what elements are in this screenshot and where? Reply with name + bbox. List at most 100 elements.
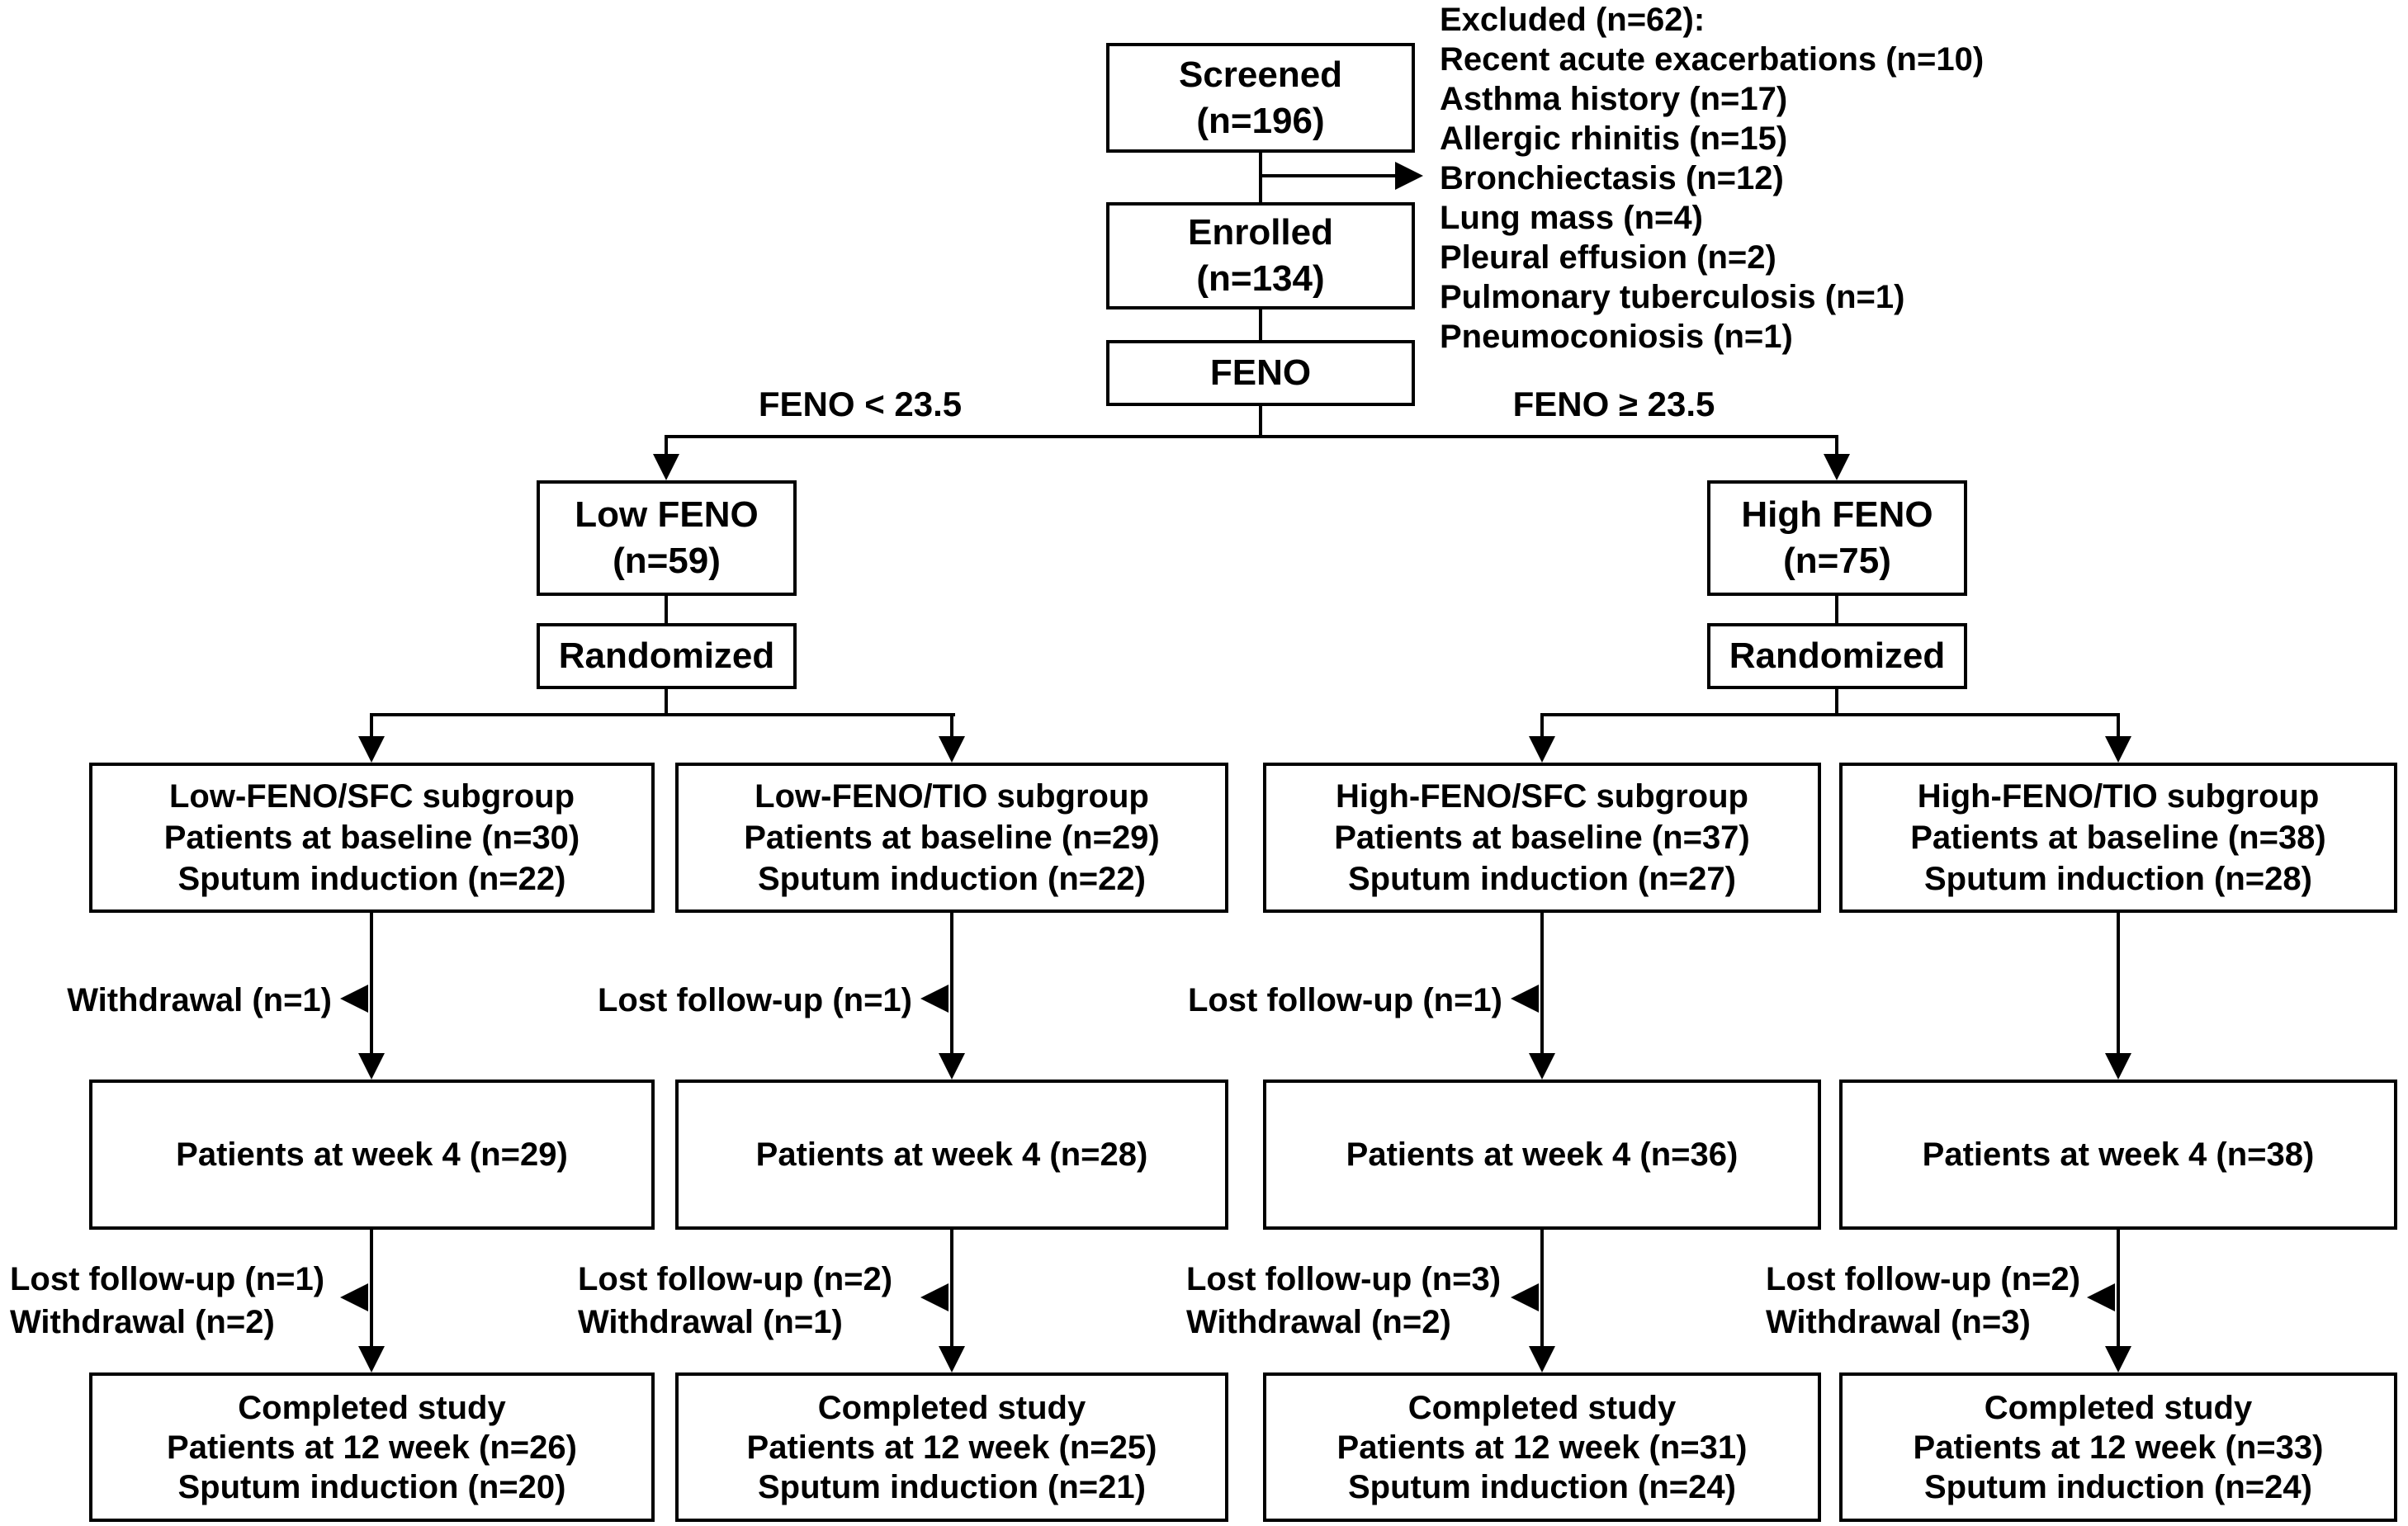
dropout1-col3: Lost follow-up (n=1) (1187, 982, 1502, 1018)
connector-split-col2 (950, 713, 953, 736)
excluded-item: Allergic rhinitis (n=15) (1440, 120, 1788, 157)
completed-title: Completed study (1407, 1389, 1677, 1426)
connector-lowfeno-randomized (665, 596, 668, 623)
split-line-high (1540, 713, 2120, 716)
excluded-item: Bronchiectasis (n=12) (1440, 160, 1784, 196)
subgroup-box-low-tio: Low-FENO/TIO subgroup Patients at baseli… (675, 763, 1228, 913)
subgroup-sputum: Sputum induction (n=27) (1348, 861, 1736, 897)
connector-wk-cp-col3 (1540, 1230, 1544, 1346)
arrow-down-icon (653, 454, 679, 480)
connector-randomized-split-low (665, 689, 668, 716)
dropout2-col1: Lost follow-up (n=1) Withdrawal (n=2) (10, 1258, 324, 1344)
subgroup-box-high-sfc: High-FENO/SFC subgroup Patients at basel… (1263, 763, 1821, 913)
dropout2-col2: Lost follow-up (n=2) Withdrawal (n=1) (578, 1258, 892, 1344)
completed-title: Completed study (817, 1389, 1086, 1426)
subgroup-title: Low-FENO/TIO subgroup (755, 778, 1149, 815)
arrow-left-icon (1511, 1283, 1539, 1311)
completed-week12: Patients at 12 week (n=25) (746, 1429, 1157, 1466)
completed-week12: Patients at 12 week (n=26) (167, 1429, 577, 1466)
split-line-low (371, 713, 955, 716)
completed-week12: Patients at 12 week (n=31) (1336, 1429, 1748, 1466)
completed-title: Completed study (1984, 1389, 2253, 1426)
connector-split-col3 (1540, 713, 1544, 736)
screened-count: (n=196) (1196, 100, 1325, 141)
subgroup-baseline: Patients at baseline (n=37) (1334, 820, 1750, 856)
connector-wk-cp-col1 (370, 1230, 373, 1346)
dropout2-line2: Withdrawal (n=2) (10, 1304, 275, 1340)
randomized-high-label: Randomized (1729, 635, 1946, 676)
low-feno-box: Low FENO (n=59) (537, 480, 797, 596)
excluded-item: Pneumoconiosis (n=1) (1440, 319, 1793, 355)
completed-sputum: Sputum induction (n=24) (1348, 1468, 1736, 1505)
connector-highfeno-randomized (1835, 596, 1838, 623)
split-line-feno (665, 435, 1838, 438)
dropout1-col2: Lost follow-up (n=1) (597, 982, 912, 1018)
excluded-title: Excluded (n=62): (1440, 2, 1705, 38)
dropout2-col4: Lost follow-up (n=2) Withdrawal (n=3) (1766, 1258, 2080, 1344)
arrow-down-icon (1529, 1053, 1555, 1080)
completed-box-high-sfc: Completed study Patients at 12 week (n=3… (1263, 1372, 1821, 1522)
connector-enrolled-feno (1259, 309, 1262, 340)
arrow-down-icon (2105, 736, 2131, 763)
subgroup-box-low-sfc: Low-FENO/SFC subgroup Patients at baseli… (89, 763, 655, 913)
arrow-down-icon (939, 736, 965, 763)
dropout2-col3: Lost follow-up (n=3) Withdrawal (n=2) (1186, 1258, 1501, 1344)
completed-week12: Patients at 12 week (n=33) (1913, 1429, 2324, 1466)
connector-split-lowfeno (665, 435, 668, 454)
arrow-down-icon (939, 1346, 965, 1372)
enrolled-count: (n=134) (1196, 258, 1325, 299)
branch-label-high: FENO ≥ 23.5 (1512, 385, 1715, 423)
dropout2-line2: Withdrawal (n=1) (578, 1304, 843, 1340)
randomized-high-box: Randomized (1707, 623, 1967, 689)
connector-randomized-split-high (1835, 689, 1838, 716)
excluded-list: Excluded (n=62): Recent acute exacerbati… (1440, 0, 1984, 357)
week4-box-low-sfc: Patients at week 4 (n=29) (89, 1080, 655, 1230)
connector-sg-wk-col4 (2117, 913, 2120, 1053)
connector-feno-split (1259, 406, 1262, 437)
screened-label: Screened (1178, 54, 1343, 95)
week4-label: Patients at week 4 (n=29) (176, 1136, 568, 1173)
arrow-down-icon (1824, 454, 1850, 480)
completed-box-high-tio: Completed study Patients at 12 week (n=3… (1839, 1372, 2397, 1522)
arrow-down-icon (939, 1053, 965, 1080)
excluded-item: Pleural effusion (n=2) (1440, 239, 1776, 276)
high-feno-box: High FENO (n=75) (1707, 480, 1967, 596)
week4-box-high-tio: Patients at week 4 (n=38) (1839, 1080, 2397, 1230)
subgroup-title: Low-FENO/SFC subgroup (168, 778, 575, 815)
connector-split-col4 (2117, 713, 2120, 736)
subgroup-title: High-FENO/TIO subgroup (1917, 778, 2320, 815)
week4-box-high-sfc: Patients at week 4 (n=36) (1263, 1080, 1821, 1230)
connector-wk-cp-col4 (2117, 1230, 2120, 1346)
arrow-down-icon (358, 1346, 385, 1372)
high-feno-label: High FENO (1741, 494, 1933, 535)
screened-box: Screened (n=196) (1106, 43, 1415, 153)
arrow-left-icon (340, 1283, 368, 1311)
arrow-down-icon (1529, 1346, 1555, 1372)
low-feno-label: Low FENO (575, 494, 759, 535)
connector-screened-enrolled (1259, 153, 1262, 202)
connector-split-col1 (370, 713, 373, 736)
dropout1-col1: Withdrawal (n=1) (67, 982, 332, 1018)
week4-label: Patients at week 4 (n=38) (1922, 1136, 2315, 1173)
excluded-item: Asthma history (n=17) (1440, 81, 1788, 117)
arrow-down-icon (358, 1053, 385, 1080)
arrow-left-icon (920, 985, 949, 1013)
subgroup-baseline: Patients at baseline (n=30) (163, 820, 580, 856)
dropout2-line1: Lost follow-up (n=2) (1766, 1261, 2081, 1297)
randomized-low-box: Randomized (537, 623, 797, 689)
completed-box-low-sfc: Completed study Patients at 12 week (n=2… (89, 1372, 655, 1522)
subgroup-sputum: Sputum induction (n=22) (758, 861, 1146, 897)
subgroup-sputum: Sputum induction (n=22) (177, 861, 566, 897)
arrow-right-icon (1395, 162, 1423, 190)
feno-label: FENO (1209, 352, 1312, 393)
dropout2-line1: Lost follow-up (n=1) (10, 1261, 325, 1297)
connector-split-highfeno (1835, 435, 1838, 454)
high-feno-count: (n=75) (1783, 541, 1891, 581)
excluded-item: Lung mass (n=4) (1440, 200, 1703, 236)
enrolled-box: Enrolled (n=134) (1106, 202, 1415, 309)
branch-label-low: FENO < 23.5 (758, 385, 963, 423)
excluded-item: Recent acute exacerbations (n=10) (1440, 41, 1985, 78)
dropout2-line2: Withdrawal (n=2) (1186, 1304, 1451, 1340)
dropout2-line1: Lost follow-up (n=3) (1186, 1261, 1502, 1297)
